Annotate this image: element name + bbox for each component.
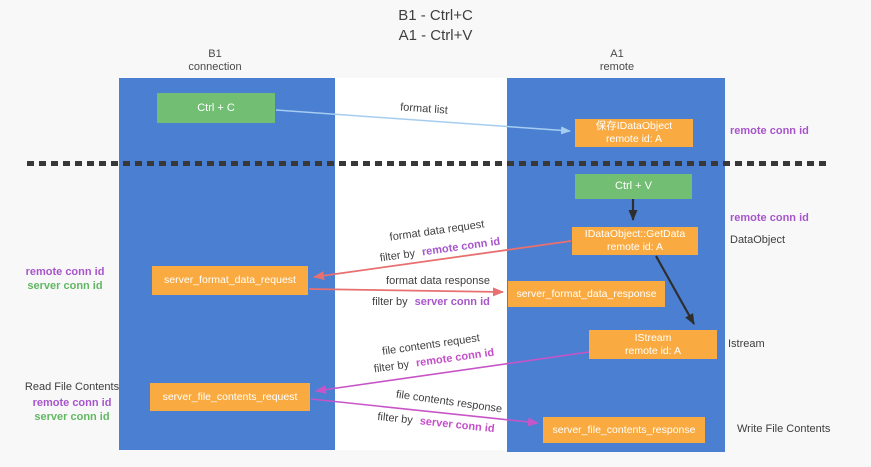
node-istream: IStream remote id: A	[589, 330, 717, 359]
istream-line2: remote id: A	[624, 344, 682, 357]
getdata-line2: remote id: A	[606, 241, 664, 253]
left-server-conn-id: server conn id	[27, 280, 103, 292]
node-idataobject-getdata: IDataObject::GetData remote id: A	[572, 227, 698, 255]
server-conn-id-text: server conn id	[414, 296, 490, 308]
node-server-format-data-response: server_format_data_response	[508, 281, 665, 307]
ctrl-c-label: Ctrl + C	[197, 101, 235, 114]
column-a1-name: A1	[610, 48, 624, 60]
format-request-label: server_format_data_request	[164, 274, 296, 286]
ctrl-v-label: Ctrl + V	[615, 180, 652, 192]
save-idataobject-line1: 保存IDataObject	[595, 120, 673, 132]
file-response-label: server_file_contents_response	[552, 423, 696, 436]
read-file-contents-label: Read File Contents	[24, 381, 120, 393]
right-remote-conn-id-top: remote conn id	[730, 125, 809, 137]
label-filter-server-conn-id-format: filter by server conn id	[372, 296, 490, 308]
node-server-file-contents-request: server_file_contents_request	[150, 383, 310, 411]
title-line-1: B1 - Ctrl+C	[398, 7, 473, 24]
column-b1-role: connection	[188, 61, 242, 73]
dataobject-label: DataObject	[730, 234, 786, 246]
column-b1-name: B1	[208, 48, 222, 60]
save-idataobject-line2: remote id: A	[605, 133, 663, 145]
right-remote-conn-id-mid: remote conn id	[730, 212, 809, 224]
column-header-a1: A1 remote	[557, 48, 677, 74]
column-header-b1: B1 connection	[155, 48, 275, 74]
node-server-file-contents-response: server_file_contents_response	[543, 417, 705, 443]
label-format-data-response: format data response	[386, 275, 490, 287]
dashed-divider	[27, 161, 831, 166]
node-ctrl-c: Ctrl + C	[157, 93, 275, 123]
column-a1-role: remote	[599, 61, 635, 73]
filter-by-text: filter by	[372, 296, 408, 308]
format-data-response-text: format data response	[386, 275, 490, 287]
file-request-label: server_file_contents_request	[162, 390, 298, 403]
node-ctrl-v: Ctrl + V	[575, 174, 692, 199]
getdata-line1: IDataObject::GetData	[584, 228, 686, 240]
format-response-label: server_format_data_response	[516, 287, 657, 300]
istream-side-label: Istream	[728, 338, 765, 350]
node-save-idataobject: 保存IDataObject remote id: A	[575, 119, 693, 147]
title-line-2: A1 - Ctrl+V	[398, 27, 473, 44]
left-remote-conn-id-bottom: remote conn id	[32, 397, 112, 409]
left-server-conn-id-bottom: server conn id	[34, 411, 110, 423]
left-remote-conn-id: remote conn id	[25, 266, 105, 278]
write-file-contents-label: Write File Contents	[737, 423, 831, 435]
node-server-format-data-request: server_format_data_request	[152, 266, 308, 295]
diagram-title: B1 - Ctrl+C A1 - Ctrl+V	[0, 6, 871, 46]
istream-line1: IStream	[634, 331, 672, 344]
